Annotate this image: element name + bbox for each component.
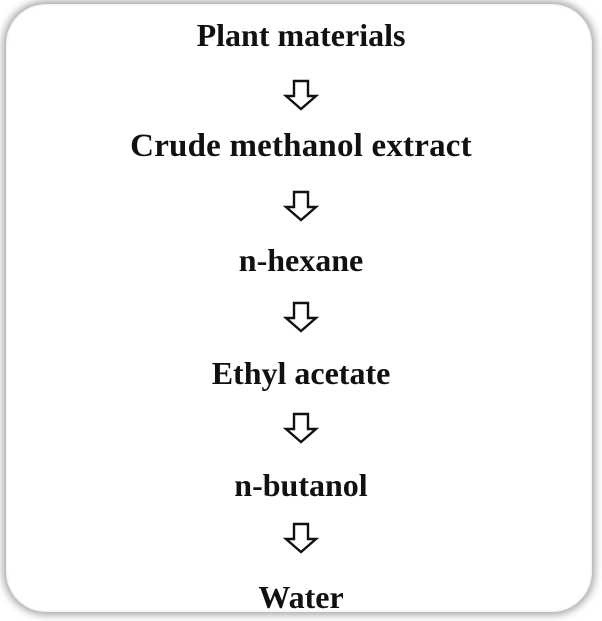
down-arrow-icon: [281, 412, 321, 444]
down-arrow-icon: [281, 301, 321, 333]
step-ethyl-acetate: Ethyl acetate: [211, 355, 391, 391]
step-n-butanol: n-butanol: [234, 467, 368, 503]
down-arrow-icon: [281, 190, 321, 222]
step-water: Water: [258, 579, 344, 615]
down-arrow-icon: [281, 79, 321, 111]
step-n-hexane: n-hexane: [238, 242, 364, 278]
step-plant-materials: Plant materials: [196, 17, 406, 53]
flowchart-frame: [6, 4, 592, 612]
down-arrow-icon: [281, 522, 321, 554]
step-crude-methanol-extract: Crude methanol extract: [130, 128, 472, 164]
